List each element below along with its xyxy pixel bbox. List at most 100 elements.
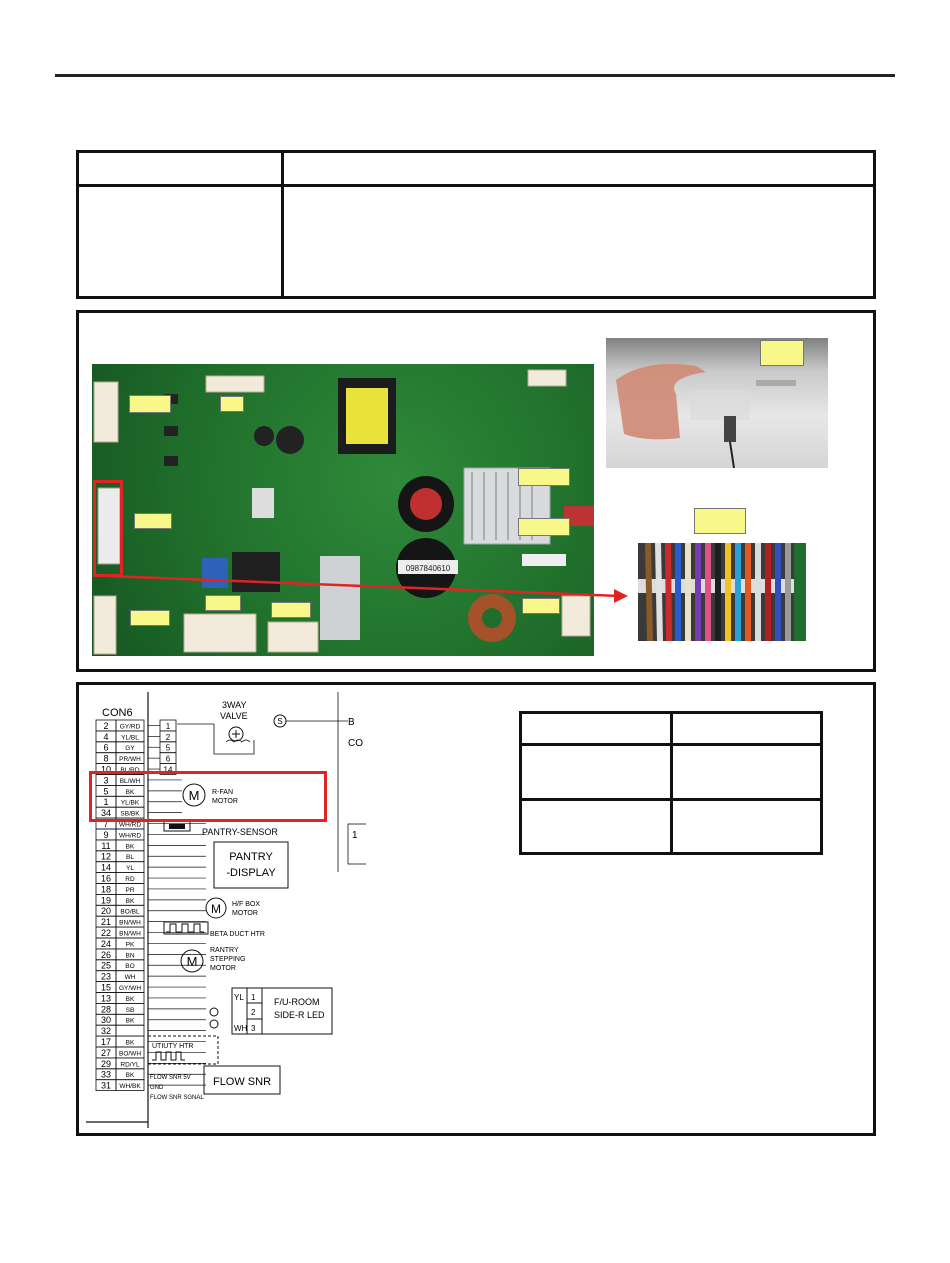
pcb-callout-label <box>220 396 244 412</box>
right-co-label: CO <box>348 738 363 749</box>
capacitor-label: 0987840610 <box>406 564 451 573</box>
spec-table-divider <box>281 153 284 296</box>
pin-number: 5 <box>103 786 108 796</box>
led-label-2: SIDE-R LED <box>274 1010 325 1020</box>
rfan-label-2: MOTOR <box>212 798 238 805</box>
beta-duct-label: BETA DUCT HTR <box>210 931 265 938</box>
pin-number: 33 <box>101 1070 111 1080</box>
pin-number: 4 <box>103 732 108 742</box>
wire-color: RD/YL <box>120 1061 140 1068</box>
pin-number: 25 <box>101 961 111 971</box>
hf-box-motor-icon <box>205 897 227 919</box>
pin-number: 10 <box>101 765 111 775</box>
hf-box-label-2: MOTOR <box>232 910 258 917</box>
pin-check-table-divider <box>670 714 673 852</box>
connector-name: CON6 <box>102 707 133 719</box>
pantry-step-label-2: STEPPING <box>210 956 245 963</box>
wire-color: BK <box>126 789 135 796</box>
led-pin-3: 3 <box>251 1024 256 1033</box>
valve-pin-number: 14 <box>164 766 173 775</box>
pin-number: 20 <box>101 906 111 916</box>
utility-htr-label: UTIUTY HTR <box>152 1043 193 1050</box>
photo-frame <box>76 310 876 672</box>
pcb-callout-label <box>130 610 170 626</box>
fridge-callout-label <box>760 340 804 366</box>
wire-color: BO/BL <box>120 909 140 916</box>
pin-number: 19 <box>101 895 111 905</box>
pin-check-table <box>519 711 823 855</box>
pin-number: 28 <box>101 1004 111 1014</box>
pin-number: 30 <box>101 1015 111 1025</box>
pantry-display-box <box>213 841 289 889</box>
led-box <box>231 987 333 1035</box>
pin-number: 18 <box>101 884 111 894</box>
wire-color: GY <box>125 745 135 752</box>
wire-color: PR <box>125 887 134 894</box>
valve-label-1: 3WAY <box>222 700 247 710</box>
pantry-step-label-1: RANTRY <box>210 947 239 954</box>
wire-color: BK <box>126 996 135 1003</box>
rfan-motor-symbol: M <box>189 788 200 803</box>
wires-callout-label <box>694 508 746 534</box>
led-pin-1: 1 <box>251 993 256 1002</box>
led-pin-2: 2 <box>251 1008 256 1017</box>
pcb-callout-label <box>134 513 172 529</box>
wire-color: SB/BK <box>120 811 140 818</box>
rfan-motor-icon <box>182 783 206 807</box>
wire-color: BO/WH <box>119 1050 141 1057</box>
flow-gnd-label: GND <box>150 1085 164 1091</box>
pcb-callout-label <box>205 595 241 611</box>
pin-number: 7 <box>103 819 108 829</box>
pin-number: 3 <box>103 775 108 785</box>
wire-color: BK <box>126 1072 135 1079</box>
wire-color: BN/WH <box>119 931 141 938</box>
wire-color: YL <box>126 865 134 872</box>
wire-color: BK <box>126 1040 135 1047</box>
valve-pin-number: 1 <box>166 722 171 731</box>
pin-number: 9 <box>103 830 108 840</box>
flow-5v-label: FLOW SNR 5V <box>150 1075 191 1081</box>
pin-number: 27 <box>101 1048 111 1058</box>
led-pin-yl: YL <box>234 993 244 1002</box>
valve-icon <box>228 726 244 742</box>
flow-signal-label: FLOW SNR SGNAL <box>150 1095 204 1101</box>
top-rule <box>55 74 895 77</box>
flow-snr-box <box>203 1065 281 1095</box>
pantry-sensor-label: PANTRY-SENSOR <box>202 827 278 837</box>
pcb-callout-label <box>518 518 570 536</box>
pin-number: 13 <box>101 993 111 1003</box>
pin-number: 34 <box>101 808 111 818</box>
pin-number: 29 <box>101 1059 111 1069</box>
pcb-callout-label <box>518 468 570 486</box>
wire-color: BL <box>126 854 134 861</box>
led-pin-wh: WH <box>234 1024 248 1033</box>
wire-color: YL/BL <box>121 734 139 741</box>
pcb-callout-label <box>522 598 560 614</box>
wire-color-cell <box>115 1024 145 1037</box>
wire-color: WH/RD <box>119 822 141 829</box>
hf-box-motor-symbol: M <box>211 902 221 916</box>
wire-color: BL/WH <box>120 778 141 785</box>
pcb-callout-label <box>271 602 311 618</box>
pin-number: 16 <box>101 874 111 884</box>
right-1-label: 1 <box>352 830 358 841</box>
wire-color: BO <box>125 963 134 970</box>
pin-number: 1 <box>103 797 108 807</box>
wire-color: BL/RD <box>120 767 139 774</box>
connector-highlight-box <box>93 480 123 577</box>
pantry-display-label-1: PANTRY <box>229 851 273 863</box>
s-symbol-label: S <box>277 717 282 726</box>
pin-number: 22 <box>101 928 111 938</box>
wire-color: PK <box>126 941 135 948</box>
pin-number: 8 <box>103 754 108 764</box>
wire-color: GY/WH <box>119 985 141 992</box>
pin-number: 23 <box>101 972 111 982</box>
pantry-stepping-motor-icon <box>180 949 204 973</box>
spec-table-header-row <box>79 153 873 187</box>
wire-color: BN/WH <box>119 920 141 927</box>
pin-number: 32 <box>101 1026 111 1036</box>
wire-color: BK <box>126 843 135 850</box>
